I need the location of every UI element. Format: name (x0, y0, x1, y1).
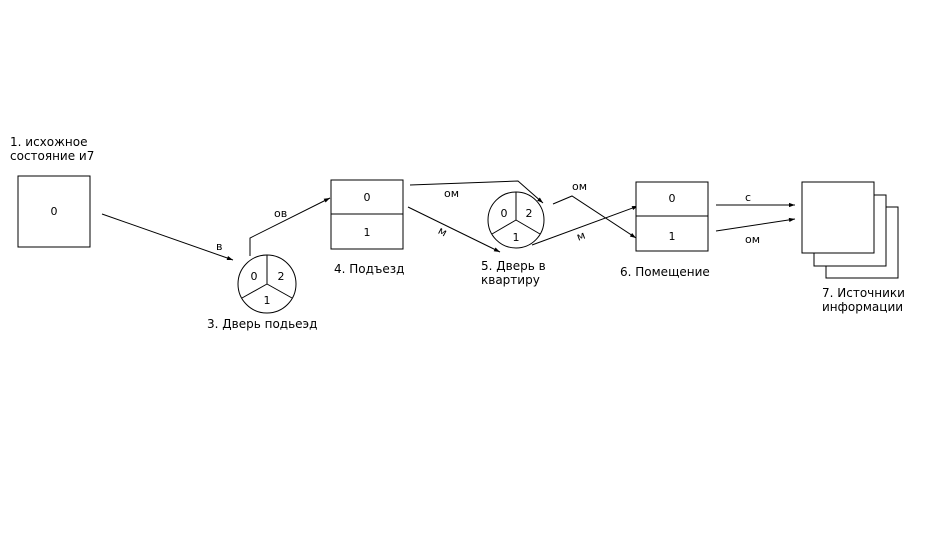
edge-4-5-bottom-label: м (436, 224, 449, 239)
node-6-caption: 6. Помещение (620, 265, 710, 279)
edge-4-5-top-label: ом (444, 187, 459, 200)
edge-3-4-label: ов (274, 207, 287, 220)
node-3-divider-right (266, 283, 293, 299)
edge-6-7-bottom-arrow (715, 217, 796, 232)
node-7-caption-line2: информации (822, 300, 903, 314)
edge-4-to-5-top: ом (409, 180, 544, 204)
node-3-divider-left (241, 283, 268, 299)
node-4-caption: 4. Подъезд (334, 262, 404, 276)
edge-3-to-4: ов (249, 197, 331, 256)
node-3-caption: 3. Дверь подьеэд (207, 317, 317, 331)
node-5-sector-1: 1 (513, 231, 520, 244)
edge-4-to-5-bottom: м (407, 206, 501, 253)
node-apartment-door: 0 2 1 5. Дверь в квартиру (481, 191, 546, 287)
edge-5-6-top-arrow (552, 195, 637, 239)
node-5-sector-2: 2 (526, 207, 533, 220)
node-3-sector-2: 2 (278, 270, 285, 283)
edge-4-5-bottom-arrow (407, 206, 501, 253)
node-5-sector-0: 0 (501, 207, 508, 220)
edge-5-to-6-bottom: м (531, 205, 639, 246)
node-1-box (17, 175, 91, 248)
edge-4-5-top-arrow (409, 180, 544, 204)
node-initial-state: 1. исхожное состояние и7 0 (10, 135, 94, 248)
node-5-divider-right (515, 219, 541, 235)
node-entrance-door: 0 2 1 3. Дверь подьеэд (207, 254, 317, 331)
edge-1-3-arrow (101, 213, 234, 261)
node-entrance-hall: 0 1 4. Подъезд (330, 179, 404, 276)
node-information-sources: 7. Источники информации (801, 181, 905, 314)
node-1-cell: 0 (51, 205, 58, 218)
edge-5-6-top-label: ом (572, 180, 587, 193)
node-1-caption-line2: состояние и7 (10, 149, 94, 163)
node-7-caption-line1: 7. Источники (822, 286, 905, 300)
edge-5-6-bottom-arrow (531, 205, 639, 246)
edge-1-to-3: в (101, 213, 234, 261)
node-4-cell-bottom: 1 (364, 226, 371, 239)
edge-6-to-7-bottom: ом (715, 217, 796, 246)
node-5-divider-left (491, 219, 517, 235)
edge-5-to-6-top: ом (552, 180, 637, 239)
node-1-caption-line1: 1. исхожное (10, 135, 87, 149)
node-5-caption-line2: квартиру (481, 273, 540, 287)
node-6-cell-top: 0 (669, 192, 676, 205)
edge-3-4-arrow (249, 197, 331, 256)
edge-6-7-top-label: с (745, 191, 751, 204)
edge-6-7-bottom-label: ом (745, 233, 760, 246)
node-3-sector-1: 1 (264, 294, 271, 307)
node-5-caption-line1: 5. Дверь в (481, 259, 546, 273)
node-6-cell-bottom: 1 (669, 230, 676, 243)
edge-1-3-label: в (216, 240, 222, 253)
edge-5-6-bottom-label: м (575, 229, 587, 244)
node-7-sheet-front (801, 181, 875, 254)
node-room: 0 1 6. Помещение (620, 181, 710, 279)
node-4-cell-top: 0 (364, 191, 371, 204)
node-3-sector-0: 0 (251, 270, 258, 283)
edge-6-to-7-top: с (716, 191, 795, 208)
